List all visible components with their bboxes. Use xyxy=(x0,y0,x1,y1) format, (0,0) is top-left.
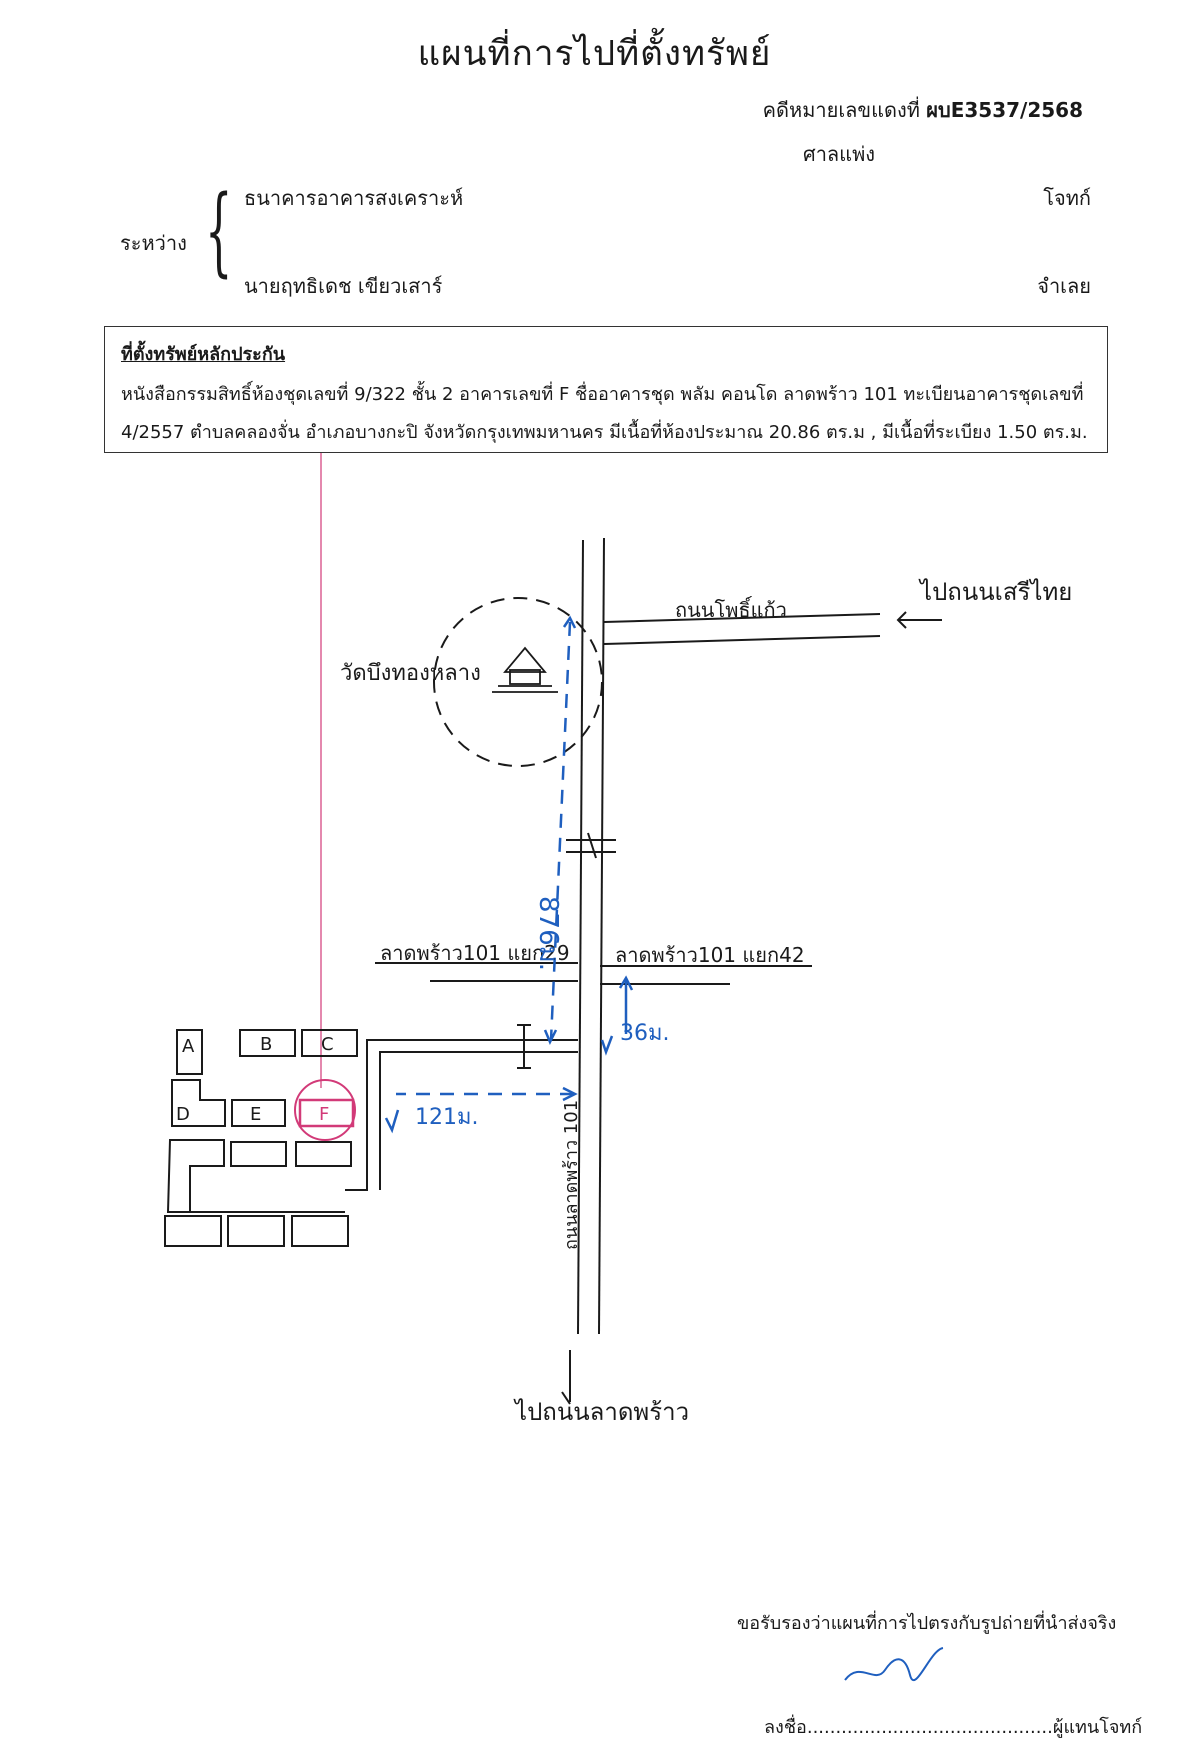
certification-text: ขอรับรองว่าแผนที่การไปตรงกับรูปถ่ายที่นำ… xyxy=(737,1613,1117,1634)
label-building-e: E xyxy=(250,1104,261,1125)
building-f xyxy=(299,1099,354,1127)
signature-line: ลงชื่อ..................................… xyxy=(764,1712,1142,1741)
label-dist-36: 36ม. xyxy=(620,1021,670,1046)
temple-icon xyxy=(492,646,558,693)
label-building-b: B xyxy=(260,1034,272,1055)
plaintiff-role: โจทก์ xyxy=(1043,186,1091,210)
signature-role: ผู้แทนโจทก์ xyxy=(1052,1717,1143,1738)
label-road-pho-kaeo: ถนนโพธิ์แก้ว xyxy=(675,595,787,622)
defendant-name: นายฤทธิเดช เขียวเสาร์ xyxy=(244,274,443,298)
arrow-to-lat-phrao xyxy=(561,1350,571,1405)
label-dist-121: 121ม. xyxy=(415,1105,479,1130)
label-building-d: D xyxy=(176,1104,190,1125)
label-to-seri-thai: ไปถนนเสรีไทย xyxy=(918,578,1072,606)
access-road xyxy=(345,1024,578,1191)
main-road-lines xyxy=(577,537,605,1335)
condo-buildings xyxy=(164,1029,358,1247)
defendant-role: จำเลย xyxy=(1037,274,1091,298)
label-soi-29: ลาดพร้าว101 แยก29 xyxy=(380,941,570,965)
target-circle-marker xyxy=(294,1079,356,1141)
case-number-value: ผบE3537/2568 xyxy=(926,98,1083,122)
between-label: ระหว่าง xyxy=(120,231,187,255)
collateral-line-2: 4/2557 ตำบลคลองจั่น อำเภอบางกะปิ จังหวัด… xyxy=(121,422,1088,443)
temple-circle xyxy=(433,597,603,767)
page-title: แผนที่การไปที่ตั้งทรัพย์ xyxy=(417,34,772,74)
label-dist-876: 876ม. xyxy=(533,896,563,971)
building-d xyxy=(171,1079,226,1127)
building-a xyxy=(176,1029,203,1075)
collateral-line-1: หนังสือกรรมสิทธิ์ห้องชุดเลขที่ 9/322 ชั้… xyxy=(121,384,1084,405)
label-main-road: ถนนลาดพร้าว 101 xyxy=(561,1100,582,1250)
signature-prefix: ลงชื่อ..................................… xyxy=(764,1717,1053,1738)
building-e xyxy=(231,1099,286,1127)
collateral-info-box: ที่ตั้งทรัพย์หลักประกัน หนังสือกรรมสิทธิ… xyxy=(104,326,1108,453)
arrow-to-seri-thai xyxy=(896,611,942,629)
route-arrowheads xyxy=(384,615,634,1134)
target-building-highlight xyxy=(298,1098,355,1128)
building-c xyxy=(301,1029,358,1057)
label-to-lat-phrao: ไปถนนลาดพร้าว xyxy=(513,1398,689,1426)
label-soi-42: ลาดพร้าว101 แยก42 xyxy=(615,943,805,967)
court-name: ศาลแพ่ง xyxy=(803,142,876,166)
building-b xyxy=(239,1029,296,1057)
collateral-heading: ที่ตั้งทรัพย์หลักประกัน xyxy=(121,344,286,365)
label-building-a: A xyxy=(182,1036,195,1057)
case-number: คดีหมายเลขแดงที่ ผบE3537/2568 xyxy=(763,94,1083,126)
soi-lines xyxy=(375,962,812,985)
bridge-marker xyxy=(566,832,616,859)
label-building-c: C xyxy=(321,1034,334,1055)
brace-symbol: { xyxy=(205,175,233,287)
signature-mark xyxy=(844,1647,944,1682)
case-prefix: คดีหมายเลขแดงที่ xyxy=(762,98,920,122)
plaintiff-name: ธนาคารอาคารสงเคราะห์ xyxy=(244,186,464,210)
road-pho-kaeo xyxy=(603,613,881,645)
route-dashes xyxy=(396,621,574,1096)
label-building-f: F xyxy=(319,1104,329,1125)
label-temple: วัดบึงทองหลาง xyxy=(340,661,481,686)
